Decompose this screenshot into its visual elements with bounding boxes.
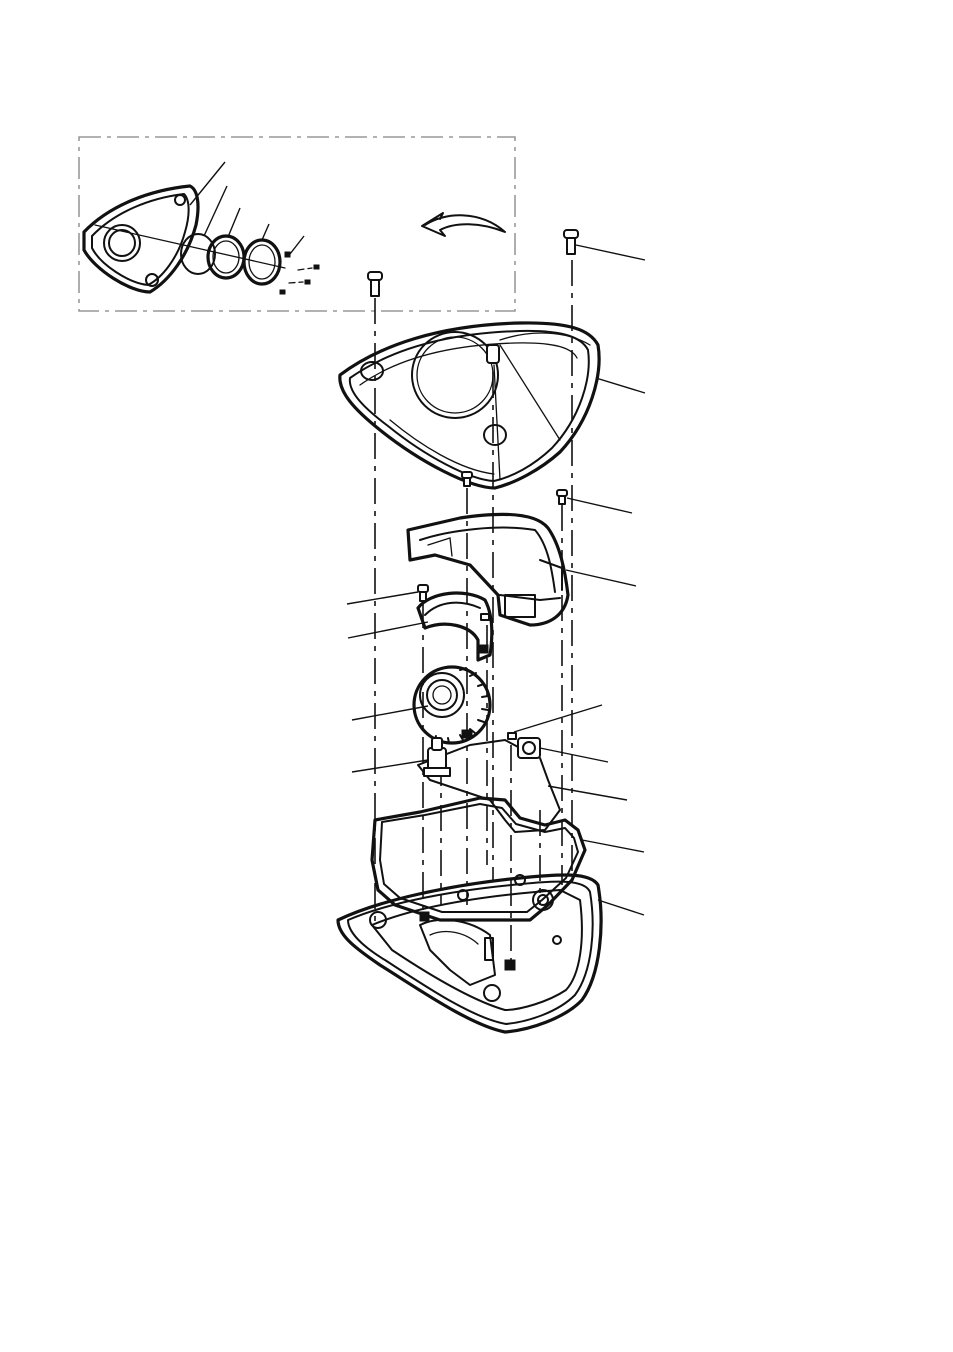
camera-module — [412, 665, 492, 745]
top-cover — [338, 321, 601, 490]
cover-dome-window — [411, 331, 499, 419]
mid-screws — [461, 471, 568, 505]
inset-detail — [78, 136, 516, 312]
camera-shield — [416, 584, 494, 662]
base-housing — [336, 873, 603, 1034]
inset-window — [103, 224, 141, 262]
inset-lens — [180, 233, 216, 275]
top-screws — [367, 229, 579, 297]
cover-screw-hole-right — [483, 424, 507, 446]
screw-top-right — [563, 229, 579, 255]
pcb-plate — [417, 732, 561, 833]
screw-top-left — [367, 271, 383, 297]
inset-housing — [82, 184, 200, 294]
inset-frame — [78, 136, 516, 312]
connector — [517, 737, 541, 759]
rotation-arrow — [421, 212, 506, 237]
leader-lines-left — [346, 591, 429, 773]
inner-shroud — [406, 512, 570, 627]
assembly-axes — [374, 260, 573, 960]
leader-lines-right — [513, 244, 646, 916]
cover-screw-hole-left — [360, 361, 384, 381]
